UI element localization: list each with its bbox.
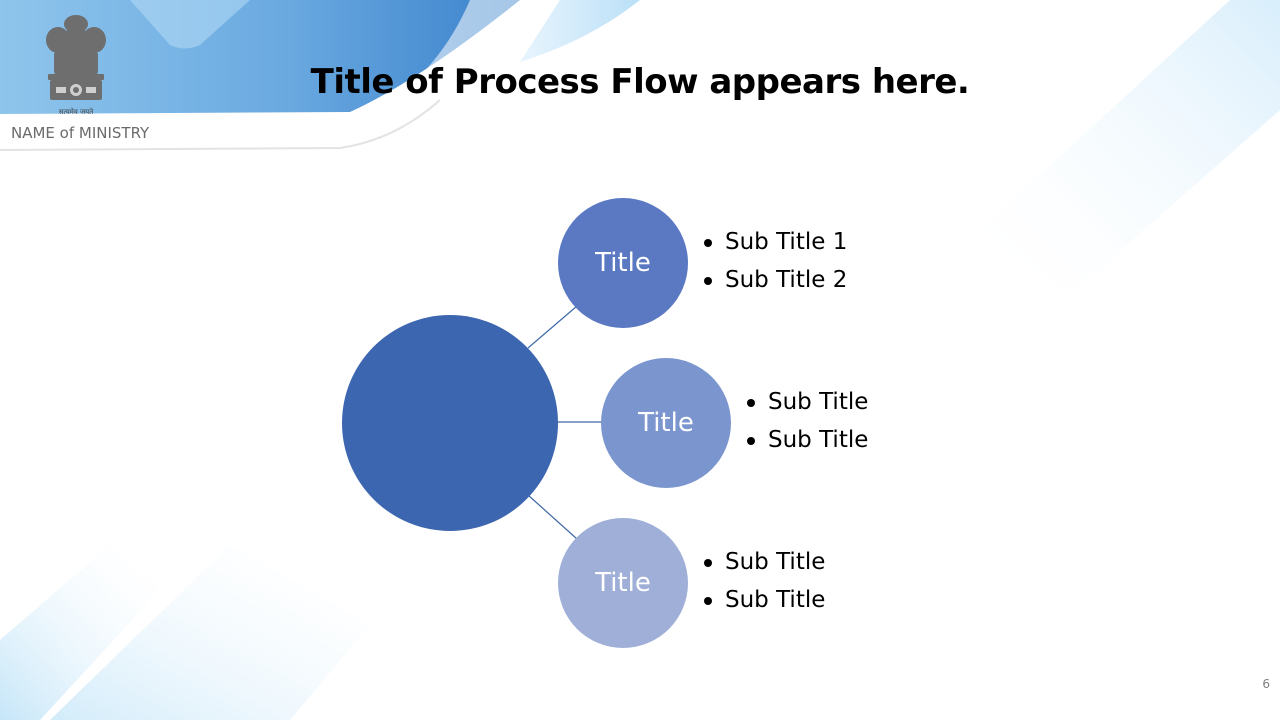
bullet-list-2: Sub Title Sub Title xyxy=(747,383,868,459)
connector-line xyxy=(527,494,578,540)
ministry-name: NAME of MINISTRY xyxy=(11,124,150,142)
node-circle-3: Title xyxy=(558,518,688,648)
hub-circle xyxy=(342,315,558,531)
bullet-item: Sub Title xyxy=(747,421,868,459)
bullet-list-1: Sub Title 1 Sub Title 2 xyxy=(704,223,847,299)
node-title: Title xyxy=(595,568,651,598)
bullet-item: Sub Title xyxy=(704,581,825,619)
svg-text:सत्यमेव जयते: सत्यमेव जयते xyxy=(59,107,94,116)
national-emblem-icon: सत्यमेव जयते xyxy=(46,15,106,116)
node-title: Title xyxy=(638,408,694,438)
bullet-item: Sub Title 1 xyxy=(704,223,847,261)
page-number: 6 xyxy=(1262,677,1270,691)
bullet-item: Sub Title xyxy=(704,543,825,581)
bullet-item: Sub Title 2 xyxy=(704,261,847,299)
node-circle-1: Title xyxy=(558,198,688,328)
node-title: Title xyxy=(595,248,651,278)
bullet-item: Sub Title xyxy=(747,383,868,421)
slide-title: Title of Process Flow appears here. xyxy=(310,62,970,102)
connector-line xyxy=(527,305,578,349)
node-circle-2: Title xyxy=(601,358,731,488)
bullet-list-3: Sub Title Sub Title xyxy=(704,543,825,619)
